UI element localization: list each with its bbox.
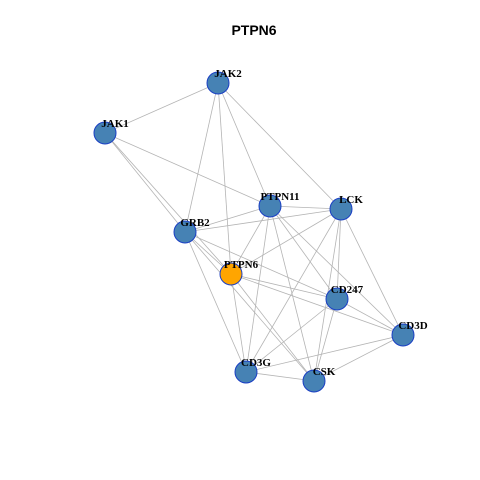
node-label-cd247: CD247 — [331, 284, 364, 296]
edge-lck-cd247 — [336, 208, 342, 300]
node-cd247[interactable] — [325, 287, 349, 311]
node-label-grb2: GRB2 — [180, 217, 210, 229]
node-label-ptpn6: PTPN6 — [224, 259, 259, 271]
edge-jak2-ptpn6 — [217, 82, 232, 275]
edge-jak1-ptpn6 — [104, 132, 232, 275]
node-label-cd3d: CD3D — [398, 320, 427, 332]
edge-cd247-cd3g — [245, 298, 338, 373]
edge-jak2-lck — [217, 82, 342, 210]
edge-cd3d-csk — [313, 334, 404, 382]
diagram-title: PTPN6 — [231, 22, 276, 38]
node-cd3g[interactable] — [234, 360, 258, 384]
node-lck[interactable] — [329, 197, 353, 221]
edge-jak1-grb2 — [104, 132, 186, 233]
edge-ptpn11-cd247 — [269, 205, 338, 300]
edge-layer — [104, 82, 404, 382]
edge-ptpn11-cd3g — [245, 205, 271, 373]
node-layer — [93, 71, 415, 393]
edge-lck-ptpn6 — [230, 208, 342, 275]
edge-grb2-csk — [184, 231, 315, 382]
edge-grb2-cd3g — [184, 231, 247, 373]
edge-ptpn6-cd247 — [230, 273, 338, 300]
edge-ptpn11-lck — [269, 205, 342, 210]
node-jak1[interactable] — [93, 121, 117, 145]
edge-jak1-ptpn11 — [104, 132, 271, 207]
edge-cd247-cd3d — [336, 298, 404, 336]
node-ptpn11[interactable] — [258, 194, 282, 218]
node-cd3d[interactable] — [391, 323, 415, 347]
edge-jak2-ptpn11 — [217, 82, 271, 207]
edge-ptpn11-cd3d — [269, 205, 404, 336]
edge-cd247-csk — [313, 298, 338, 382]
edge-lck-cd3g — [245, 208, 342, 373]
node-jak2[interactable] — [206, 71, 230, 95]
node-label-ptpn11: PTPN11 — [260, 191, 299, 203]
edge-lck-cd3d — [340, 208, 404, 336]
edge-ptpn6-cd3g — [230, 273, 247, 373]
edge-ptpn6-csk — [230, 273, 315, 382]
edge-grb2-ptpn11 — [184, 205, 271, 233]
edge-jak2-grb2 — [184, 82, 219, 233]
node-label-csk: CSK — [313, 366, 336, 378]
edge-cd3d-cd3g — [245, 334, 404, 373]
node-label-jak1: JAK1 — [101, 118, 129, 130]
node-grb2[interactable] — [173, 220, 197, 244]
edge-jak2-jak1 — [104, 82, 219, 134]
node-ptpn6[interactable] — [219, 262, 243, 286]
node-label-lck: LCK — [339, 194, 363, 206]
edge-grb2-lck — [184, 208, 342, 233]
edge-ptpn6-cd3d — [230, 273, 404, 336]
edge-ptpn11-ptpn6 — [230, 205, 271, 275]
node-label-jak2: JAK2 — [214, 68, 242, 80]
node-csk[interactable] — [302, 369, 326, 393]
node-label-cd3g: CD3G — [241, 357, 271, 369]
